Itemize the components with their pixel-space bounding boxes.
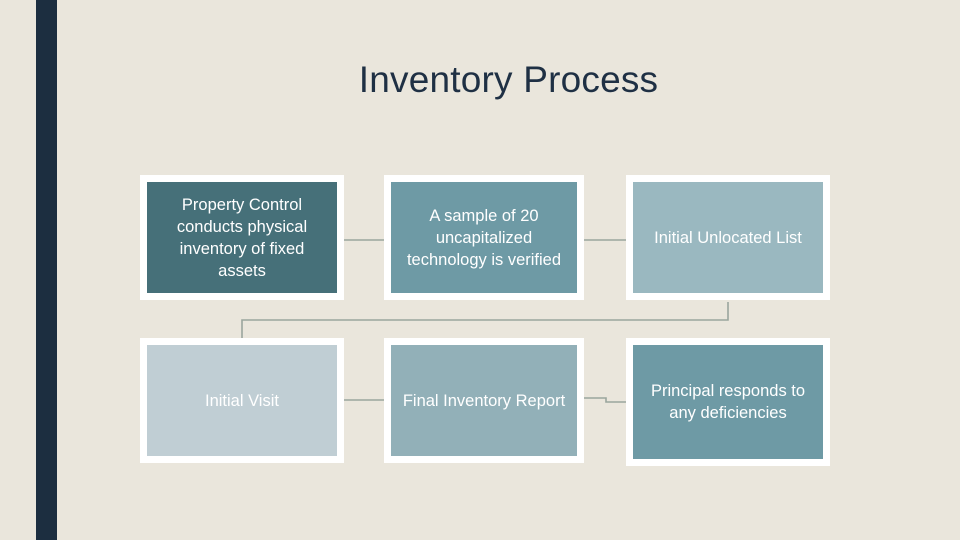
- connector-5-6: [584, 397, 626, 403]
- process-box-property-control[interactable]: Property Control conducts physical inven…: [140, 175, 344, 300]
- process-box-label: Principal responds to any deficiencies: [650, 382, 806, 422]
- process-box-sample-verified[interactable]: A sample of 20 uncapitalized technology …: [384, 175, 584, 300]
- process-box-label: Initial Unlocated List: [654, 228, 802, 247]
- process-box-label: A sample of 20 uncapitalized technology …: [406, 206, 562, 269]
- connector-3-4: [241, 302, 729, 338]
- process-box-label: Property Control conducts physical inven…: [176, 195, 308, 280]
- page-title: Inventory Process: [358, 59, 659, 100]
- process-box-initial-visit[interactable]: Initial Visit: [140, 338, 344, 463]
- process-box-label: Initial Visit: [205, 391, 279, 410]
- process-box-label: Final Inventory Report: [402, 391, 566, 410]
- process-box-principal-responds[interactable]: Principal responds to any deficiencies: [626, 338, 830, 466]
- process-box-final-inventory-report[interactable]: Final Inventory Report: [384, 338, 584, 463]
- left-accent-bar: [36, 0, 57, 540]
- process-box-initial-unlocated-list[interactable]: Initial Unlocated List: [626, 175, 830, 300]
